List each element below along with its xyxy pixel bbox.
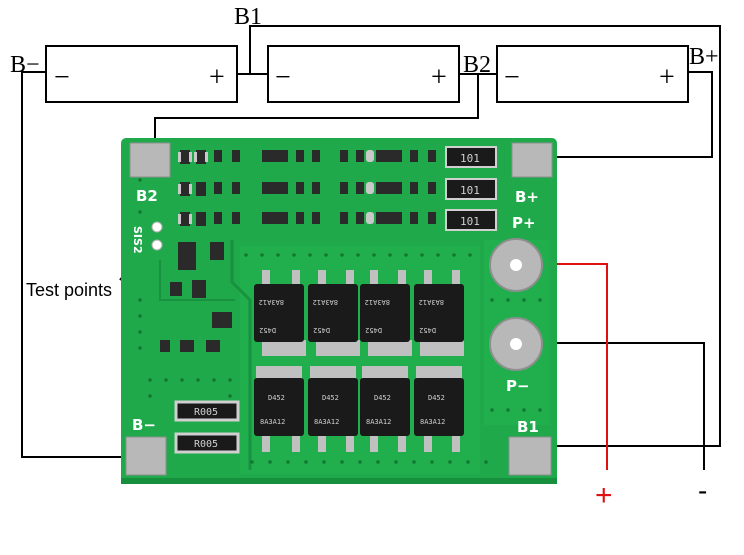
silk-sis2: SIS2	[131, 226, 144, 254]
svg-text:8A3A12: 8A3A12	[260, 418, 285, 426]
cell-3-minus: −	[504, 62, 520, 93]
test-point-2	[151, 239, 163, 251]
svg-text:R005: R005	[194, 439, 218, 450]
silk-b2: B2	[136, 187, 158, 205]
shunt-resistor-2: R005	[174, 432, 240, 454]
resistor-101-bottom: 101	[445, 209, 497, 231]
svg-text:101: 101	[460, 215, 480, 228]
silk-b-minus: B−	[132, 416, 156, 434]
svg-text:8A3A12: 8A3A12	[314, 418, 339, 426]
pad-b1	[508, 436, 552, 476]
label-test-points: Test points	[26, 280, 112, 300]
cell-3-plus: +	[659, 62, 675, 93]
svg-text:D452: D452	[419, 326, 436, 334]
svg-text:8A3A12: 8A3A12	[420, 418, 445, 426]
resistor-101-middle: 101	[445, 178, 497, 200]
svg-text:D452: D452	[374, 394, 391, 402]
svg-text:101: 101	[460, 152, 480, 165]
mosfet-row-top: 8A3A12 8A3A12 8A3A12 8A3A12 D452 D452 D4…	[254, 270, 464, 356]
cell-2-minus: −	[275, 62, 291, 93]
silk-p-minus: P−	[506, 377, 530, 395]
test-point-1	[151, 221, 163, 233]
label-output-minus: -	[698, 475, 707, 506]
svg-text:D452: D452	[259, 326, 276, 334]
mosfet-row-bottom: D452 D452 D452 D452 8A3A12 8A3A12 8A3A12…	[254, 366, 464, 452]
svg-text:R005: R005	[194, 407, 218, 418]
cell-1-minus: −	[54, 62, 70, 93]
svg-text:8A3A12: 8A3A12	[366, 418, 391, 426]
svg-text:D452: D452	[365, 326, 382, 334]
pcb-board: B2 B+ P+ P− B− B1 SIS2	[121, 138, 557, 484]
battery-cell-3: − +	[496, 45, 689, 103]
silk-b1: B1	[517, 418, 539, 436]
label-b1-top: B1	[234, 4, 262, 30]
label-output-plus: +	[595, 479, 613, 512]
svg-text:D452: D452	[428, 394, 445, 402]
svg-text:8A3A12: 8A3A12	[365, 298, 390, 306]
cell-1-plus: +	[209, 62, 225, 93]
hole-p-minus	[510, 338, 522, 350]
battery-cell-2: − +	[267, 45, 460, 103]
svg-text:8A3A12: 8A3A12	[259, 298, 284, 306]
label-b-minus: B−	[10, 52, 40, 78]
label-b2: B2	[463, 52, 491, 78]
resistor-101-top: 101	[445, 146, 497, 168]
pad-b-plus	[511, 142, 553, 178]
svg-text:8A3A12: 8A3A12	[313, 298, 338, 306]
pad-b2	[129, 142, 171, 178]
silk-b-plus: B+	[515, 188, 539, 206]
label-b-plus: B+	[689, 44, 719, 70]
cell-2-plus: +	[431, 62, 447, 93]
silk-p-plus: P+	[512, 214, 536, 232]
svg-text:8A3A12: 8A3A12	[419, 298, 444, 306]
svg-text:101: 101	[460, 184, 480, 197]
svg-text:D452: D452	[313, 326, 330, 334]
shunt-resistor-1: R005	[174, 400, 240, 422]
hole-p-plus	[510, 259, 522, 271]
pad-b-minus	[125, 436, 167, 476]
svg-text:D452: D452	[322, 394, 339, 402]
battery-cell-1: − +	[45, 45, 238, 103]
smd-component-rows	[160, 150, 436, 352]
vias	[138, 178, 542, 464]
svg-text:D452: D452	[268, 394, 285, 402]
